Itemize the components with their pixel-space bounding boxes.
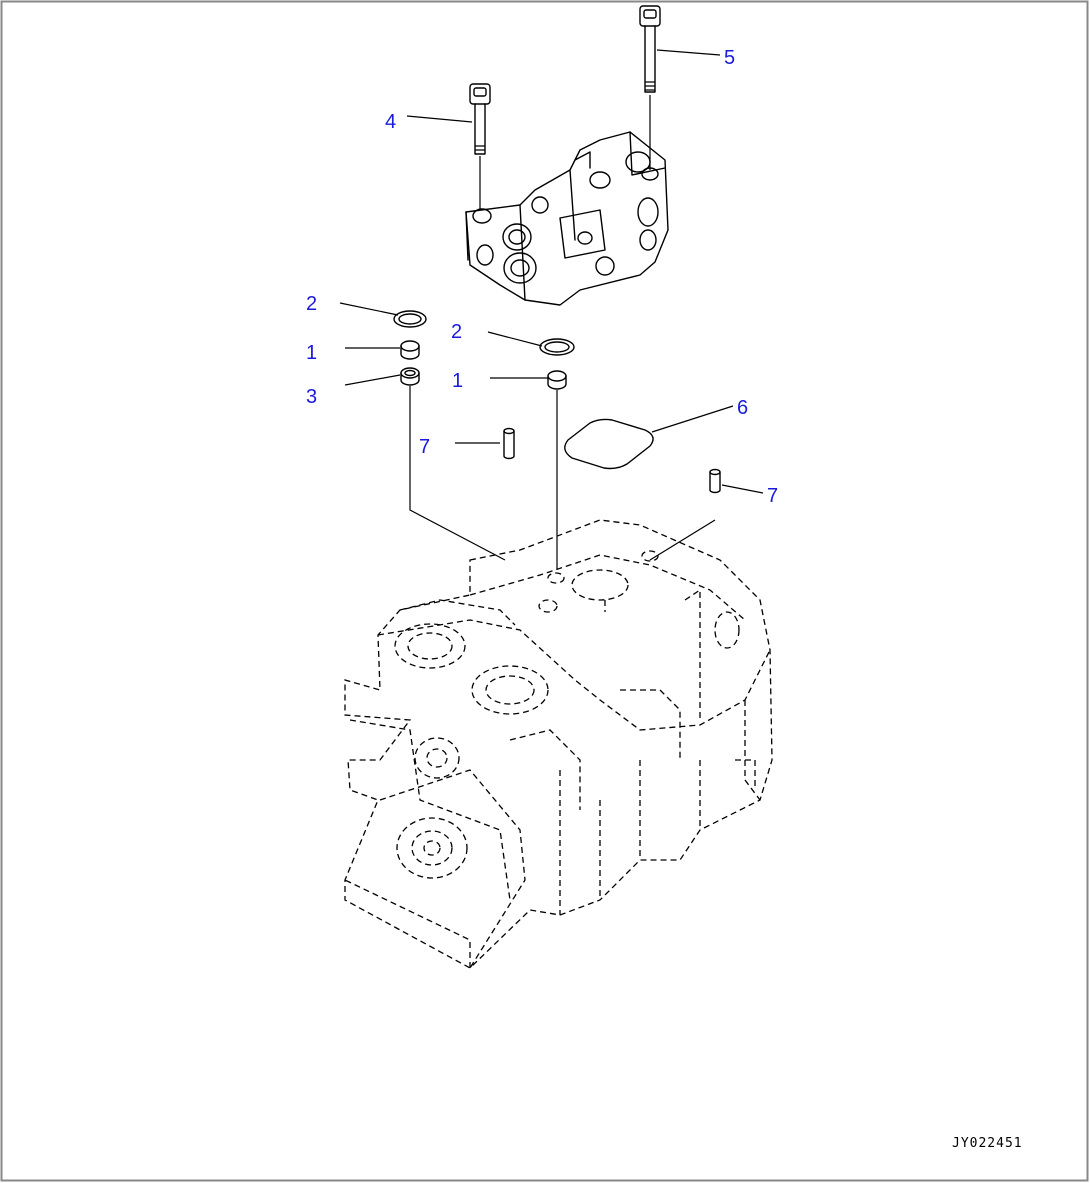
pin-7-left: [503, 427, 515, 460]
o-ring-2-left: [393, 310, 427, 328]
callout-4: 4: [385, 111, 397, 133]
callout-6: 6: [737, 397, 749, 419]
ring-3: [400, 367, 420, 386]
seal-1-left: [400, 340, 420, 360]
callout-2-left: 2: [306, 293, 318, 315]
leader-lines: [339, 49, 764, 494]
callout-3: 3: [306, 386, 318, 408]
main-housing: [344, 519, 773, 969]
callout-1-right: 1: [452, 370, 464, 392]
callout-2-right: 2: [451, 321, 463, 343]
callout-7-right: 7: [767, 485, 779, 507]
callout-1-left: 1: [306, 342, 318, 364]
callout-5: 5: [724, 47, 736, 69]
seal-1-right: [547, 370, 567, 390]
bolt-4: [469, 83, 491, 210]
bolt-5: [639, 5, 661, 170]
pin-7-right: [709, 468, 721, 494]
o-ring-2-right: [539, 338, 575, 356]
gasket-6: [564, 418, 654, 470]
valve-block: [465, 131, 669, 306]
drawing-code: JY022451: [952, 1136, 1023, 1151]
callout-7-left: 7: [419, 436, 431, 458]
